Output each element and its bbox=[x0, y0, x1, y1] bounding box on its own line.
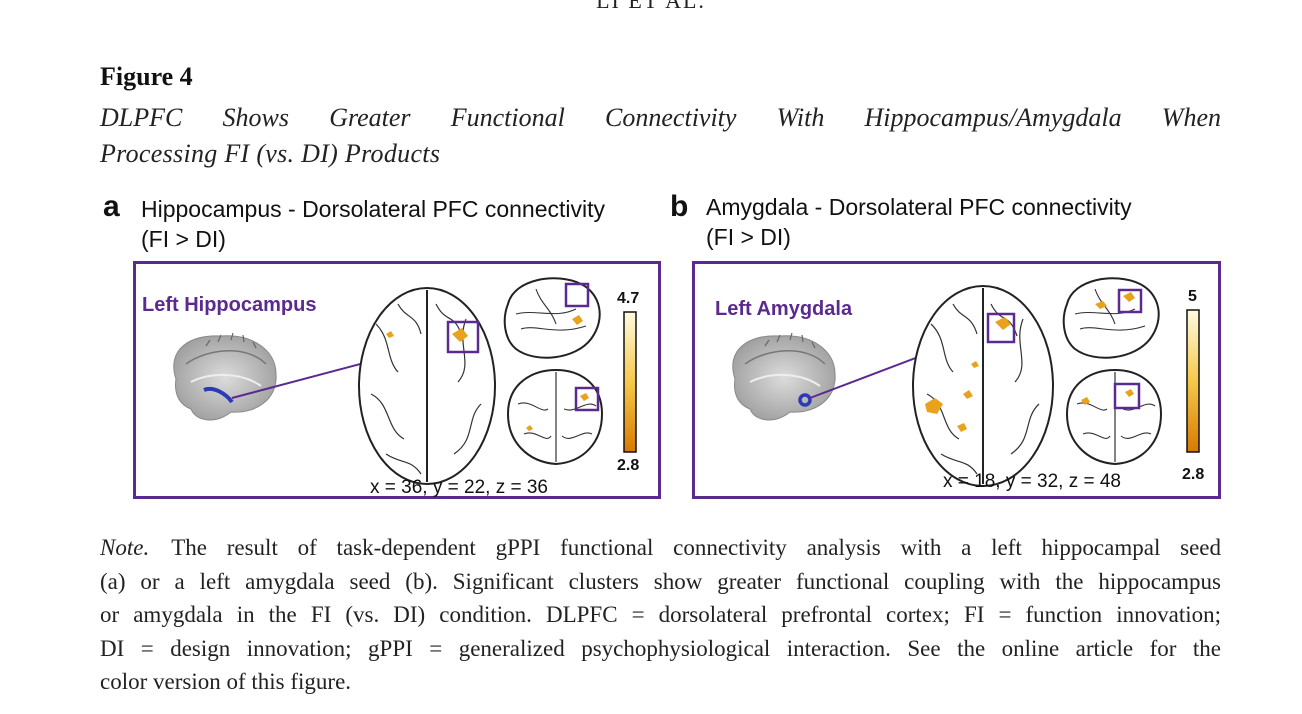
roi-box-lateral bbox=[1117, 288, 1143, 314]
colorbar-min: 2.8 bbox=[617, 457, 640, 474]
panel-a-title: Hippocampus - Dorsolateral PFC connectiv… bbox=[141, 194, 605, 254]
axial-brain bbox=[912, 285, 1054, 487]
note-line4: DI = design innovation; gPPI = generaliz… bbox=[100, 635, 1221, 661]
roi-box-lateral bbox=[564, 282, 590, 308]
panel-a-title-line1: Hippocampus - Dorsolateral PFC connectiv… bbox=[141, 196, 606, 222]
sagittal-brain bbox=[173, 332, 277, 421]
cluster-lateral bbox=[1123, 292, 1135, 302]
figure-title-line2: Processing FI (vs. DI) Products bbox=[100, 139, 441, 168]
hippocampus-seed bbox=[203, 387, 234, 404]
coronal-brain bbox=[506, 368, 604, 466]
note-line2: (a) or a left amygdala seed (b). Signifi… bbox=[100, 568, 1221, 594]
panel-a-brain-images bbox=[173, 277, 637, 485]
roi-box-axial bbox=[986, 312, 1016, 344]
cluster-axial bbox=[995, 317, 1011, 330]
figure-title-line1: DLPFC Shows Greater Functional Connectiv… bbox=[100, 103, 1221, 132]
panel-b-letter: b bbox=[670, 190, 689, 223]
panel-b-title-line1: Amygdala - Dorsolateral PFC connectivity bbox=[706, 194, 1132, 220]
note-line3: or amygdala in the FI (vs. DI) condition… bbox=[100, 602, 1221, 627]
note-lead: Note. bbox=[100, 535, 150, 560]
coronal-brain bbox=[1065, 368, 1163, 466]
axial-brain bbox=[358, 287, 496, 485]
figure-title: DLPFC Shows Greater Functional Connectiv… bbox=[100, 100, 1221, 172]
note-line5: color version of this figure. bbox=[100, 669, 352, 694]
panel-a-title-line2: (FI > DI) bbox=[141, 226, 226, 252]
amygdala-seed bbox=[798, 393, 812, 407]
colorbar-min: 2.8 bbox=[1182, 466, 1205, 483]
colorbar-max: 5 bbox=[1188, 288, 1197, 305]
cluster-coronal bbox=[1125, 389, 1134, 397]
panel-b-brain-images bbox=[732, 277, 1200, 487]
colorbar-max: 4.7 bbox=[617, 290, 640, 307]
figure-label: Figure 4 bbox=[100, 62, 193, 91]
panel-a-letter: a bbox=[103, 190, 120, 223]
panel-b-title-line2: (FI > DI) bbox=[706, 224, 791, 250]
roi-box-coronal bbox=[574, 386, 600, 412]
running-head: LI ET AL. bbox=[596, 0, 706, 13]
cluster-axial-small bbox=[386, 331, 394, 338]
seed-label: Left Amygdala bbox=[715, 298, 853, 320]
mni-coordinates: x = 36, y = 22, z = 36 bbox=[370, 477, 548, 498]
panel-a-figure: Left Hippocampus x = 36, y = 22, z = 36 … bbox=[133, 261, 661, 499]
sagittal-brain bbox=[732, 332, 836, 421]
figure-note: Note. The result of task-dependent gPPI f… bbox=[100, 531, 1221, 699]
cluster-lateral bbox=[572, 315, 583, 325]
colorbar bbox=[623, 311, 637, 453]
roi-box-coronal bbox=[1113, 382, 1141, 410]
seed-label: Left Hippocampus bbox=[142, 294, 317, 316]
note-line1: Note. The result of task-dependent gPPI f… bbox=[100, 531, 1221, 565]
mni-coordinates: x = 18, y = 32, z = 48 bbox=[943, 471, 1121, 492]
cluster-axial bbox=[452, 328, 468, 342]
cluster-coronal bbox=[580, 393, 589, 401]
lateral-brain bbox=[1062, 277, 1160, 359]
lateral-brain bbox=[503, 277, 601, 359]
panel-b-title: Amygdala - Dorsolateral PFC connectivity… bbox=[706, 192, 1132, 252]
note-line1-text: The result of task-dependent gPPI functi… bbox=[171, 535, 1221, 560]
colorbar bbox=[1186, 309, 1200, 453]
panel-b-figure: Left Amygdala x = 18, y = 32, z = 48 5 2… bbox=[692, 261, 1221, 499]
roi-box-axial bbox=[446, 320, 480, 354]
